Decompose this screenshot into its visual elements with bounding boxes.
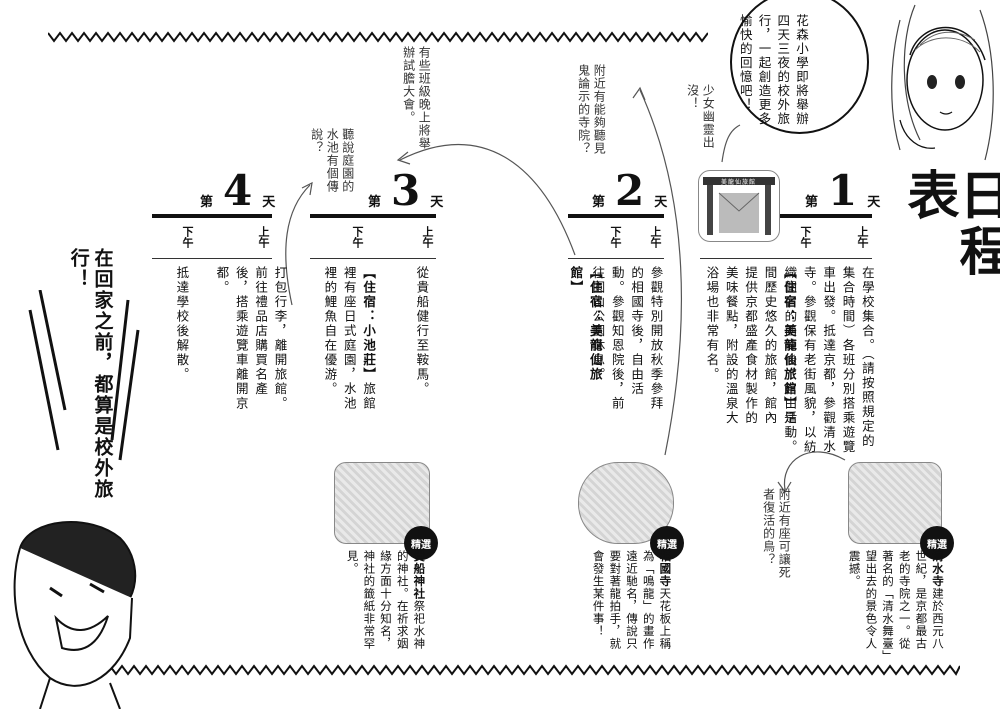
shout-lines bbox=[28, 290, 140, 461]
shokokuji-pick-badge: 精選 bbox=[650, 526, 684, 560]
day2-am-text: 參觀特別開放秋季參拜的相國寺後，自由活動。參觀知恩院後，前往圓山公園休息。 bbox=[590, 266, 664, 411]
day3-stay-and-pm: 【住宿：小池莊】旅館裡有座日式庭園，水池裡的鯉魚自在優游。 bbox=[322, 266, 377, 411]
intro-text: 花森小學即將舉辦四天三夜的校外旅行，一起創造更多愉快的回憶吧！ bbox=[737, 14, 809, 126]
day3-rule-thin bbox=[310, 258, 436, 259]
day4-rule bbox=[152, 214, 272, 218]
ryokan-photo: 美龍仙旅館 bbox=[698, 170, 780, 242]
girl-ghost-note: 少女幽靈出沒！ bbox=[685, 84, 716, 149]
day2-pm-label: 下午 bbox=[609, 226, 622, 248]
kiyomizu-pick: 清水寺建於西元八世紀，是京都最古老的寺院之一。從著名的「清水舞臺」望出去的景色令… bbox=[847, 550, 946, 657]
day1-am-text: 在學校集合。（請按照規定的集合時間）各班分別搭乘遊覽車出發。抵達京都，參觀清水寺… bbox=[782, 266, 875, 455]
day1-pm-label: 下午 bbox=[799, 226, 812, 248]
note-day4: 有些班級晚上將舉辦試膽大會。 bbox=[401, 46, 432, 150]
boy-shout: 在回家之前，都算是校外旅行！ bbox=[67, 248, 114, 500]
kiyomizu-pick-badge: 精選 bbox=[920, 526, 954, 560]
day1-rule bbox=[700, 214, 872, 218]
day2-am-label: 上午 bbox=[649, 226, 662, 248]
day1-rule-thin bbox=[700, 258, 872, 259]
day1-am-label: 上午 bbox=[856, 226, 869, 248]
day3-pm-label: 下午 bbox=[351, 226, 364, 248]
day3-rule bbox=[310, 214, 436, 218]
top-zigzag-border bbox=[48, 31, 708, 43]
day3-stay: 【住宿：小池莊】 bbox=[361, 266, 377, 382]
day2-stay: 【住宿：美龍仙旅館】 bbox=[568, 266, 603, 382]
day2-rule bbox=[568, 214, 664, 218]
day2-rule-thin bbox=[568, 258, 664, 259]
day1-stay: 【住宿：美龍仙旅館】 bbox=[781, 266, 797, 411]
kifune-pick-badge: 精選 bbox=[404, 526, 438, 560]
day4-am-label: 上午 bbox=[257, 226, 270, 248]
note-day2: 附近有能夠聽見鬼論示的寺院？ bbox=[576, 64, 607, 155]
page-title: 日程表 bbox=[898, 168, 1000, 280]
boy-illustration bbox=[13, 521, 137, 709]
kifune-pick: 貴船神社祭祀水神的神社。在祈求姻緣方面十分知名，神社的籤紙非常罕見。 bbox=[345, 550, 427, 650]
girl-illustration bbox=[891, 4, 994, 161]
bottom-zigzag-border bbox=[110, 664, 960, 676]
day4-am-text: 打包行李，離開旅館。前往禮品店購買名產後，搭乘遊覽車離開京都。 bbox=[214, 266, 288, 411]
shokokuji-pick: 相國寺天花板上稱為「鳴龍」的畫作遠近馳名，傳說只要對著龍拍手，就會發生某件事！ bbox=[591, 550, 673, 650]
note-day3: 聽說庭園的水池有個傳說？ bbox=[309, 128, 355, 193]
day1-stay-and-pm: 【住宿：美龍仙旅館】是間歷史悠久的旅館，館內提供京都盛產食材製作的美味餐點，附設… bbox=[704, 266, 797, 426]
day4-pm-label: 下午 bbox=[181, 226, 194, 248]
day4-pm-text: 抵達學校後解散。 bbox=[174, 266, 190, 382]
day4-rule-thin bbox=[152, 258, 272, 259]
note-kinkaku: 附近有座可讓死者復活的鳥？ bbox=[761, 488, 792, 579]
intro-speech-bubble bbox=[730, 0, 869, 134]
day3-am-label: 上午 bbox=[421, 226, 434, 248]
ryokan-sign: 美龍仙旅館 bbox=[721, 179, 757, 186]
day3-am-text: 從貴船健行至鞍馬。 bbox=[414, 266, 430, 397]
